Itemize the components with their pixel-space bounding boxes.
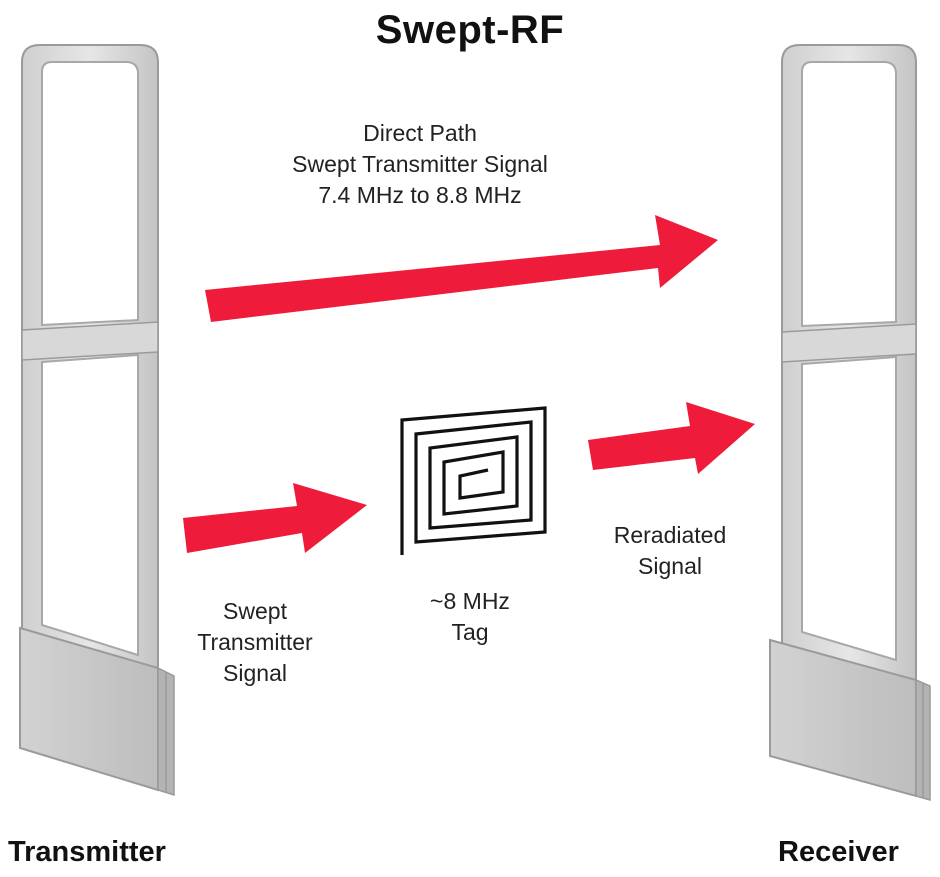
reradiated-caption: Reradiated Signal [595,520,745,582]
direct-path-line1: Direct Path [363,120,477,146]
tag-caption: ~8 MHz Tag [395,586,545,648]
reradiated-line2: Signal [638,553,702,579]
swept-signal-caption: Swept Transmitter Signal [170,596,340,689]
direct-path-arrow [205,215,718,322]
reradiated-line1: Reradiated [613,522,727,548]
transmitter-label: Transmitter [8,836,166,868]
direct-path-line3: 7.4 MHz to 8.8 MHz [318,182,522,208]
direct-path-line2: Swept Transmitter Signal [292,151,548,177]
direct-path-caption: Direct Path Swept Transmitter Signal 7.4… [250,118,590,211]
receiver-label: Receiver [778,836,899,868]
tag-coil-icon [400,406,547,555]
swept-signal-line1: Swept [223,598,287,624]
swept-signal-line3: Signal [223,660,287,686]
swept-signal-line2: Transmitter [197,629,313,655]
swept-transmitter-arrow [183,483,367,553]
tag-line1: ~8 MHz [430,588,510,614]
transmitter-gate [19,44,175,797]
tag-line2: Tag [451,619,489,645]
receiver-gate [769,44,931,801]
reradiated-arrow [588,402,755,474]
diagram-title: Swept-RF [375,8,565,52]
